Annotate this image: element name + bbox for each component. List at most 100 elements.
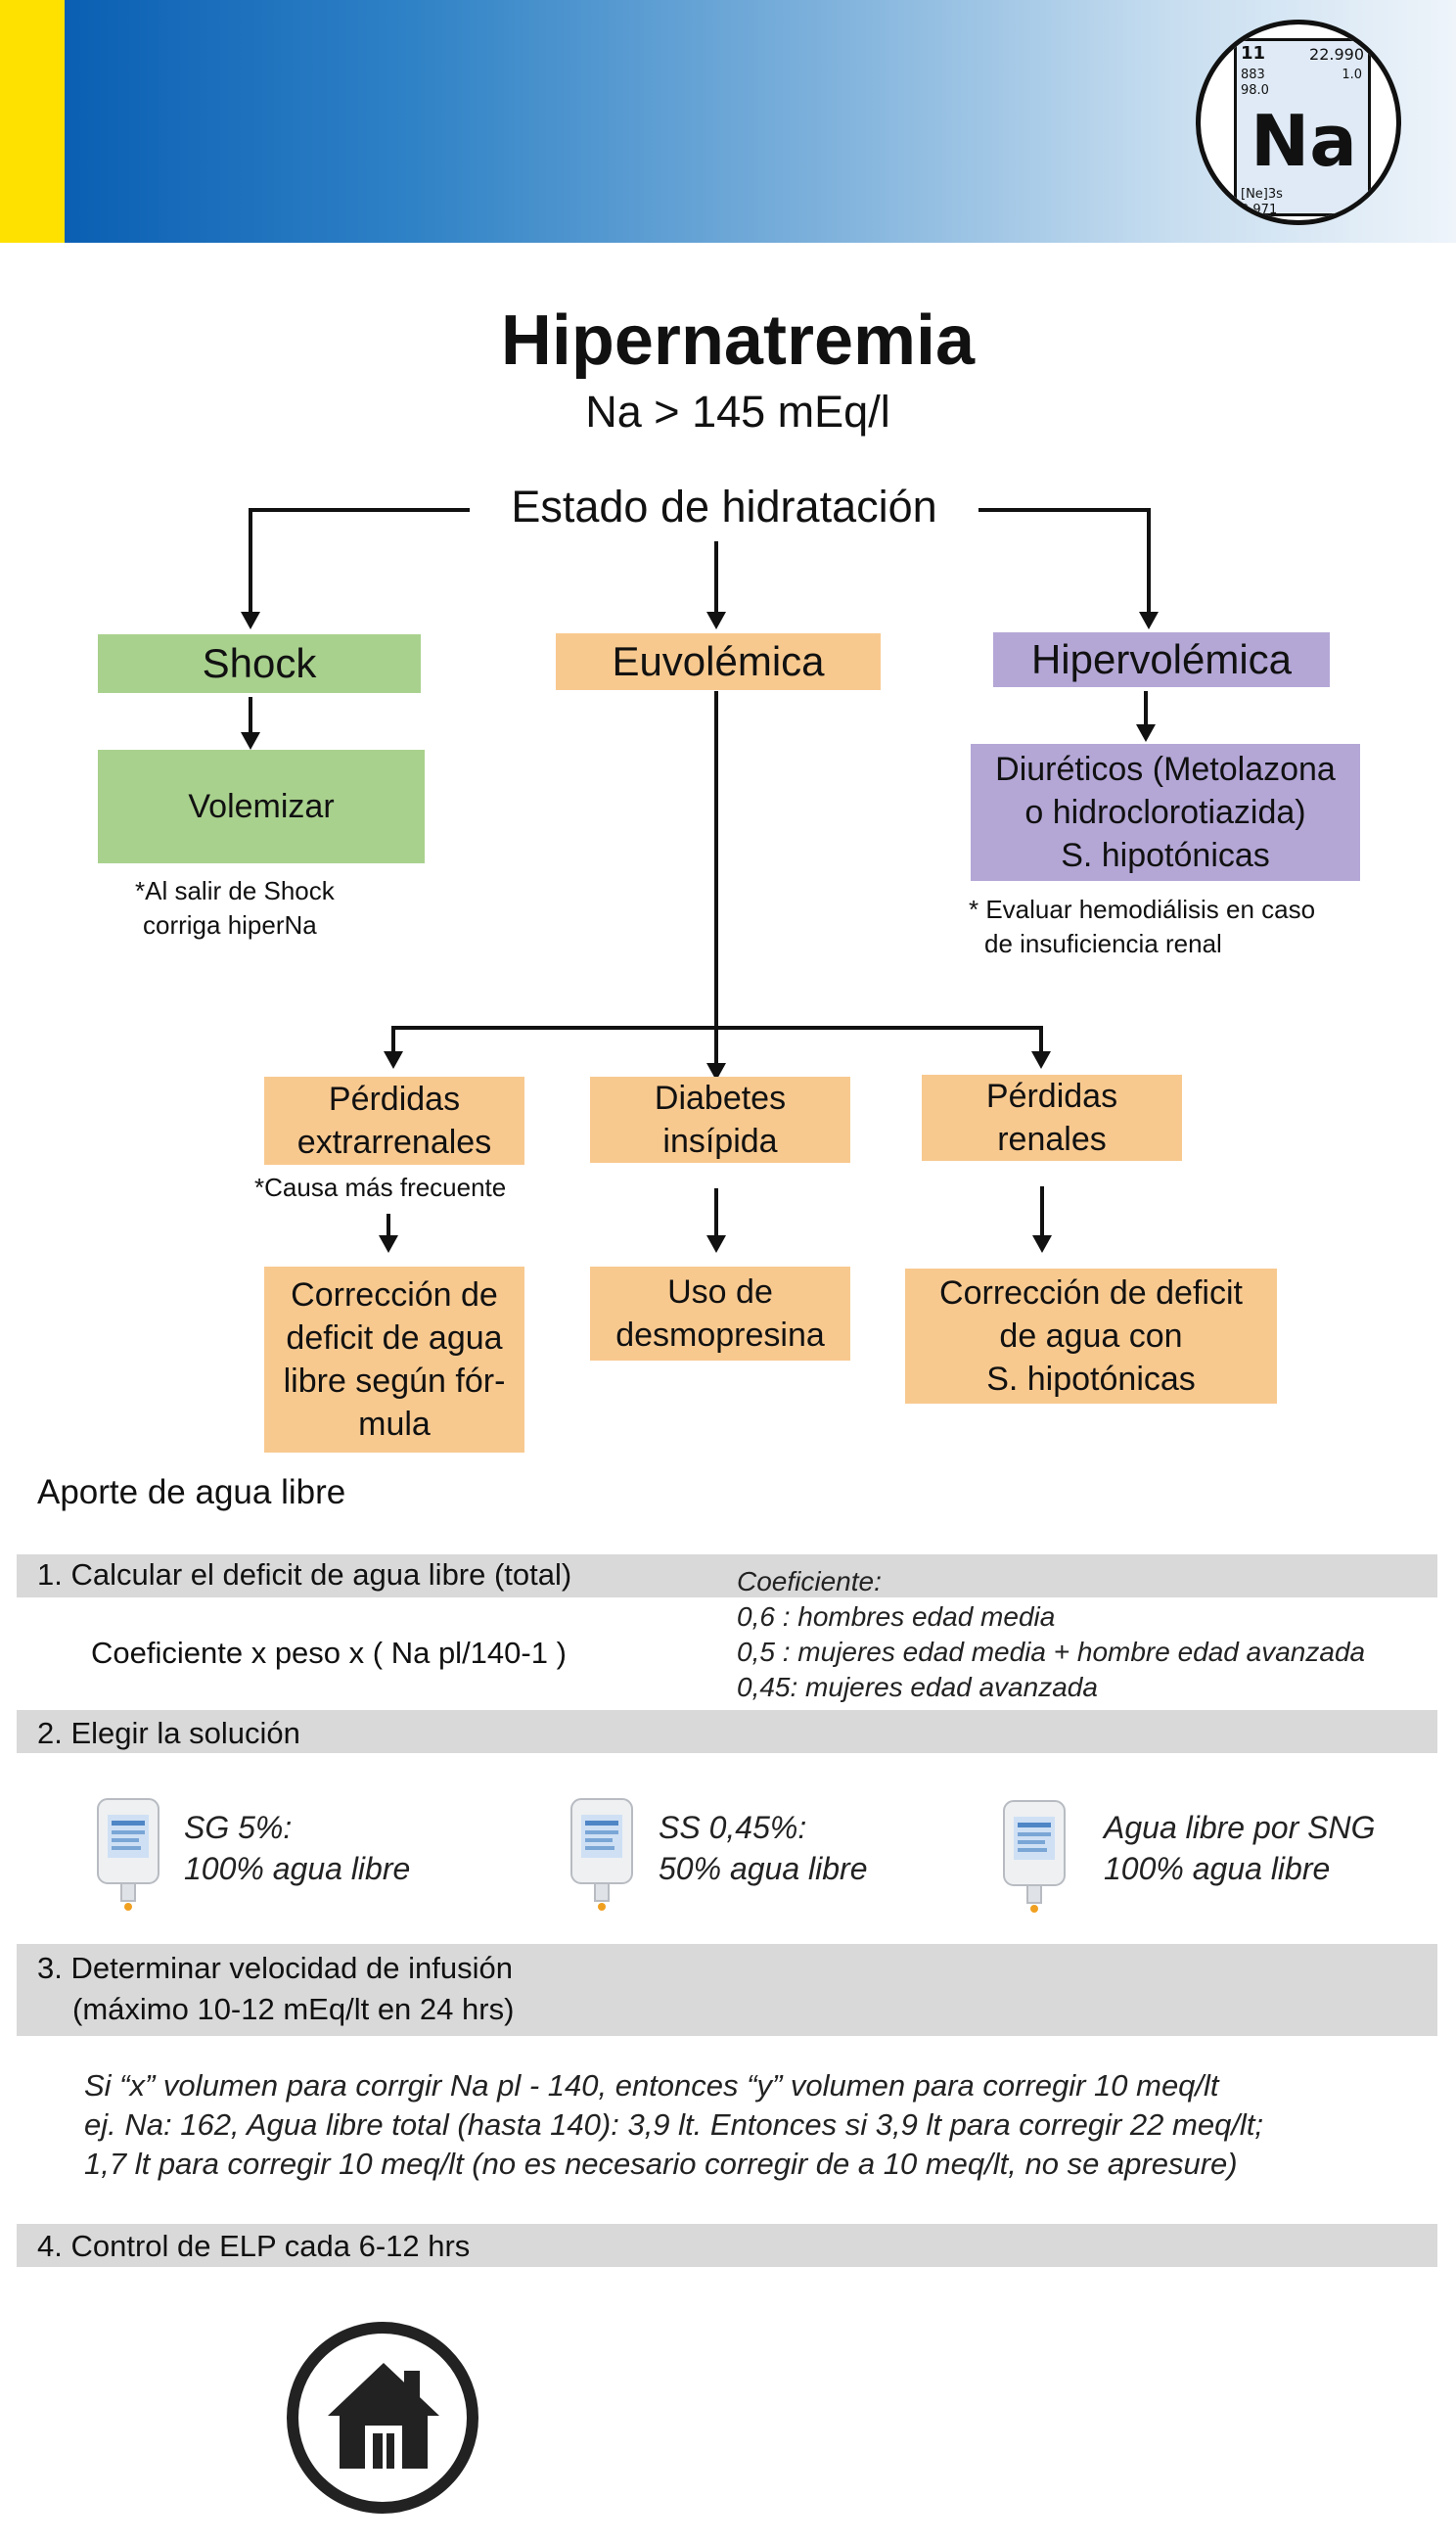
treatment-line: desmopresina xyxy=(615,1317,825,1354)
step-4-bar xyxy=(17,2224,1437,2267)
hipervolemica-label: Hipervolémica xyxy=(1030,635,1293,682)
treatment-line: Uso de xyxy=(667,1272,773,1311)
euvolemica-label: Euvolémica xyxy=(612,637,825,684)
arrow-down-icon xyxy=(1031,1051,1051,1069)
coefficient-line: 0,6 : hombres edad media xyxy=(737,1601,1056,1632)
header-accent-bar xyxy=(0,0,65,243)
step-1-label: 1. Calcular el deficit de agua libre (to… xyxy=(37,1557,572,1592)
solution-detail: 50% agua libre xyxy=(659,1850,868,1886)
solution-sng: Agua libre por SNG 100% agua libre xyxy=(1104,1808,1375,1889)
free-water-heading: Aporte de agua libre xyxy=(37,1473,346,1511)
treatment-line: libre según fór- xyxy=(283,1363,506,1400)
arrow-down-icon xyxy=(1032,1235,1052,1253)
hipervolemica-note: * Evaluar hemodiálisis en caso de insufi… xyxy=(969,893,1315,961)
cause-line: Diabetes xyxy=(654,1079,787,1117)
coefficient-line: 0,45: mujeres edad avanzada xyxy=(737,1672,1098,1702)
arrow-down-icon xyxy=(379,1235,398,1253)
cause-line: renales xyxy=(997,1121,1107,1158)
shock-note: *Al salir de Shock corriga hiperNa xyxy=(135,874,335,943)
treatment-line: de agua con xyxy=(999,1317,1183,1355)
cause-line: extrarrenales xyxy=(296,1124,492,1161)
volemizar-label: Volemizar xyxy=(188,787,335,825)
solution-name: SS 0,45%: xyxy=(659,1810,807,1845)
sodium-element-icon: 11 22.990 883 98.0 1.0 Na [Ne]3s 0.971 xyxy=(1196,20,1401,225)
solution-name: SG 5%: xyxy=(184,1810,293,1845)
deficit-formula: Coeficiente x peso x ( Na pl/140-1 ) xyxy=(91,1636,567,1670)
step-2-bar xyxy=(17,1710,1437,1753)
note-line: *Al salir de Shock xyxy=(135,876,335,905)
hipervolemica-box: Hipervolémica xyxy=(993,632,1330,687)
solution-detail: 100% agua libre xyxy=(1104,1850,1331,1886)
correccion-hipotonicas-box: Corrección de deficit de agua con S. hip… xyxy=(905,1269,1277,1404)
connector-line xyxy=(714,541,718,612)
solution-name: Agua libre por SNG xyxy=(1104,1810,1376,1845)
treatment-line: Corrección de deficit xyxy=(939,1273,1243,1312)
connector-line xyxy=(249,508,470,512)
coefficient-list: Coeficiente: 0,6 : hombres edad media 0,… xyxy=(737,1564,1365,1705)
element-symbol: Na xyxy=(1251,100,1357,182)
example-line: ej. Na: 162, Agua libre total (hasta 140… xyxy=(84,2107,1264,2142)
connector-line xyxy=(391,1026,1043,1030)
element-property-c: 1.0 xyxy=(1342,68,1362,82)
connector-line xyxy=(973,508,1151,512)
connector-line xyxy=(391,1026,395,1051)
iv-bag-icon xyxy=(97,1798,159,1911)
example-line: Si “x” volumen para corrgir Na pl - 140,… xyxy=(84,2068,1219,2103)
diureticos-line: Diuréticos (Metolazona xyxy=(995,750,1336,788)
step-3-bar xyxy=(17,1944,1437,2036)
perdidas-extrarrenales-box: Pérdidas extrarrenales xyxy=(264,1077,524,1165)
page-subtitle: Na > 145 mEq/l xyxy=(585,387,890,437)
connector-line xyxy=(714,691,718,1063)
arrow-down-icon xyxy=(706,612,726,629)
connector-line xyxy=(387,1214,390,1237)
arrow-down-icon xyxy=(706,1063,726,1081)
coefficient-title: Coeficiente: xyxy=(737,1566,882,1596)
example-line: 1,7 lt para corregir 10 meq/lt (no es ne… xyxy=(84,2147,1238,2181)
diabetes-insipida-box: Diabetes insípida xyxy=(590,1077,850,1163)
arrow-down-icon xyxy=(384,1051,403,1069)
hydration-state-label: Estado de hidratación xyxy=(470,485,978,529)
shock-box: Shock xyxy=(98,634,421,693)
step-3-line: 3. Determinar velocidad de infusión xyxy=(37,1951,513,1985)
page-title: Hipernatremia xyxy=(500,301,976,380)
coefficient-line: 0,5 : mujeres edad media + hombre edad a… xyxy=(737,1637,1366,1667)
correccion-deficit-formula-box: Corrección de deficit de agua libre segú… xyxy=(264,1267,524,1453)
iv-bag-icon xyxy=(1003,1800,1066,1913)
note-line: corriga hiperNa xyxy=(143,910,317,941)
shock-label: Shock xyxy=(202,639,317,686)
connector-line xyxy=(249,508,252,612)
electron-configuration: [Ne]3s xyxy=(1241,187,1283,202)
cause-line: Pérdidas xyxy=(328,1080,461,1118)
element-property-b: 98.0 xyxy=(1241,83,1269,98)
element-tile: 11 22.990 883 98.0 1.0 Na [Ne]3s 0.971 xyxy=(1234,38,1371,216)
volemizar-box: Volemizar xyxy=(98,750,425,863)
connector-line xyxy=(249,697,252,734)
treatment-line: S. hipotónicas xyxy=(986,1361,1196,1399)
connector-line xyxy=(714,1188,718,1237)
diureticos-line: o hidroclorotiazida) xyxy=(1024,793,1306,831)
arrow-down-icon xyxy=(1136,724,1156,742)
connector-line xyxy=(1040,1186,1044,1237)
cause-line: insípida xyxy=(662,1123,778,1160)
perdidas-renales-box: Pérdidas renales xyxy=(922,1075,1182,1161)
home-icon xyxy=(328,2363,439,2469)
step-2-label: 2. Elegir la solución xyxy=(37,1716,300,1750)
connector-line xyxy=(1039,1026,1043,1051)
treatment-line: Corrección de xyxy=(291,1275,498,1314)
connector-line xyxy=(1144,691,1148,726)
diureticos-box: Diuréticos (Metolazona o hidroclorotiazi… xyxy=(971,744,1360,881)
atomic-mass: 22.990 xyxy=(1309,45,1364,64)
step-1-bar xyxy=(17,1554,1437,1597)
solution-ss045: SS 0,45%: 50% agua libre xyxy=(659,1808,867,1889)
home-button[interactable] xyxy=(287,2322,478,2514)
solution-detail: 100% agua libre xyxy=(184,1850,411,1886)
iv-bag-icon xyxy=(570,1798,633,1911)
diureticos-line: S. hipotónicas xyxy=(1061,837,1270,875)
cause-line: Pérdidas xyxy=(985,1077,1118,1115)
desmopresina-box: Uso de desmopresina xyxy=(590,1267,850,1361)
connector-line xyxy=(1147,508,1151,612)
arrow-down-icon xyxy=(706,1235,726,1253)
step-3-label: 3. Determinar velocidad de infusión (máx… xyxy=(37,1948,514,2030)
note-line: * Evaluar hemodiálisis en caso xyxy=(969,895,1316,924)
arrow-down-icon xyxy=(1139,612,1159,629)
